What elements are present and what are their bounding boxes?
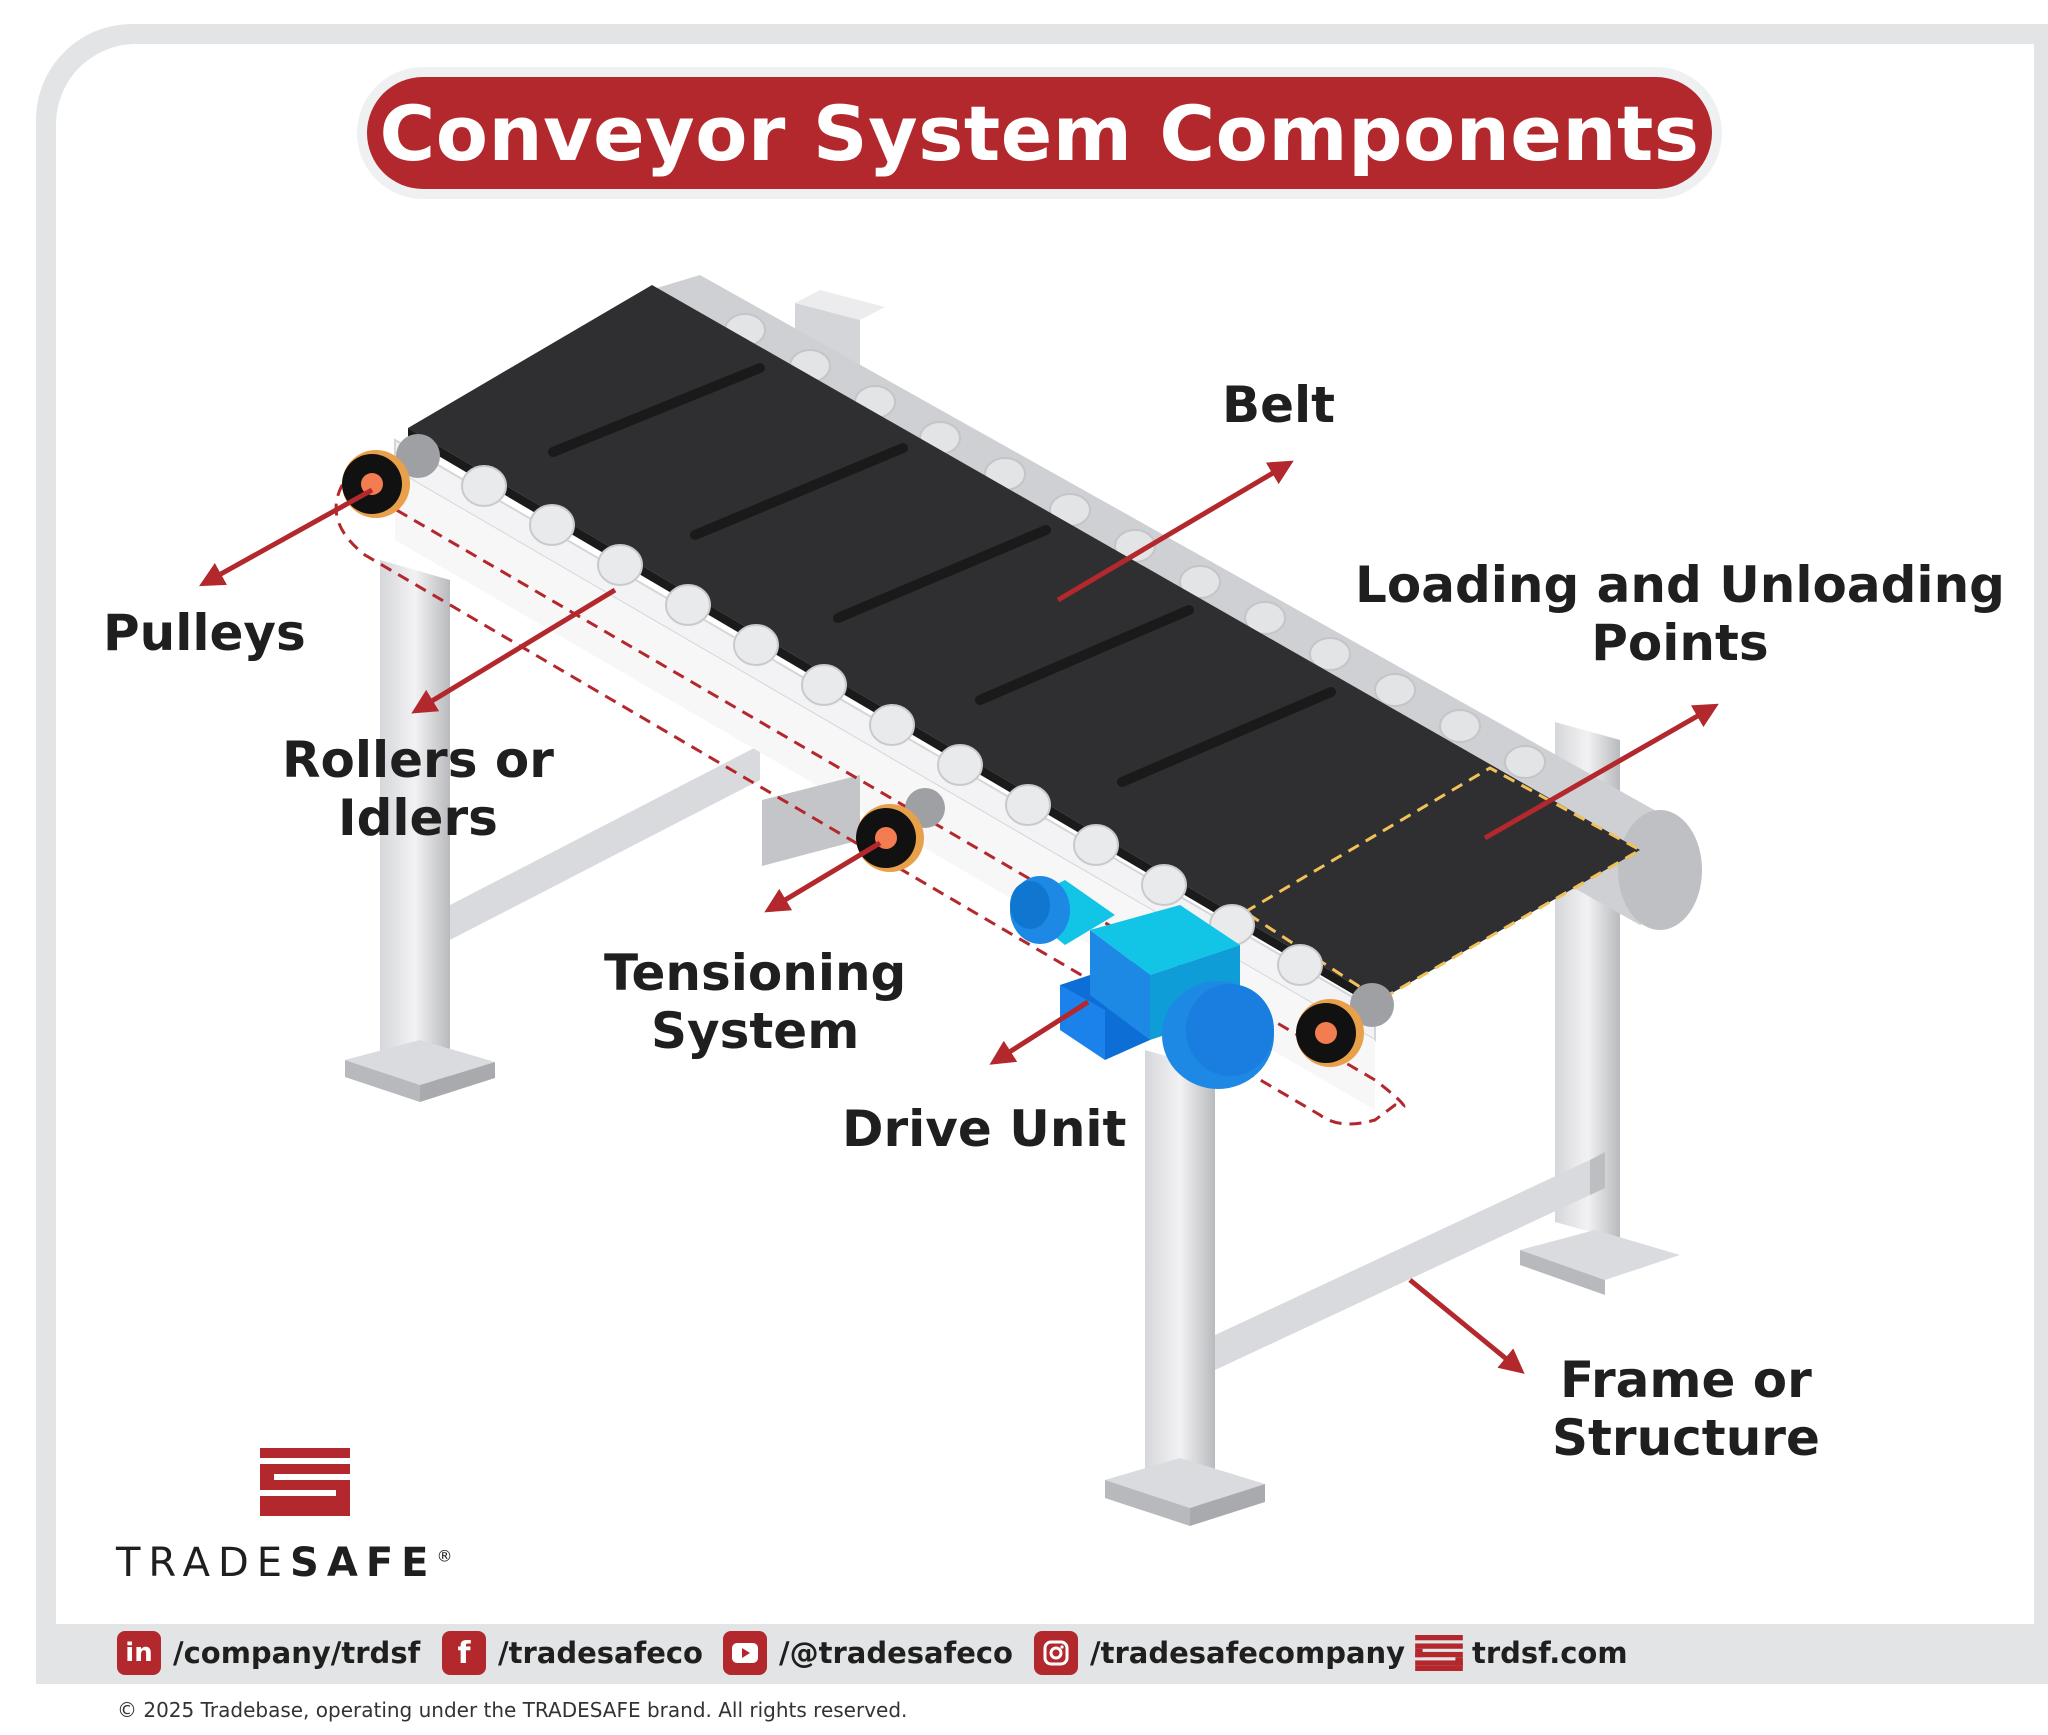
- social-linkedin[interactable]: in /company/trdsf: [117, 1628, 420, 1678]
- social-website[interactable]: trdsf.com: [1414, 1628, 1628, 1678]
- conveyor-belt: [408, 285, 1640, 1000]
- frame-crossbar-left: [450, 745, 760, 940]
- rollers-row-front: [461, 465, 1323, 986]
- belt-seams: [548, 363, 1336, 787]
- belt-label: Belt: [1222, 376, 1336, 434]
- pulleys-arrow: [199, 487, 374, 587]
- rollers-label: Rollers or Idlers: [282, 731, 554, 847]
- loading-zone-outline: [1242, 766, 1644, 1002]
- tensioning-arrow: [764, 840, 882, 913]
- tensioning-pulley: [856, 788, 945, 872]
- youtube-icon: [723, 1631, 767, 1675]
- belt-arrow: [1056, 460, 1294, 603]
- callout-arrows: [199, 460, 1719, 1374]
- drive-unit-motor: [1010, 876, 1274, 1089]
- social-instagram[interactable]: /tradesafecompany: [1034, 1628, 1405, 1678]
- belt-loop-outline: [334, 477, 1406, 1126]
- pulley-tail: [1296, 983, 1394, 1067]
- frame-structure-label: Frame or Structure: [1552, 1351, 1820, 1467]
- drive-arrow: [989, 999, 1090, 1065]
- frame-arrow: [1408, 1278, 1525, 1374]
- linkedin-icon: in: [117, 1631, 161, 1675]
- pulleys-label: Pulleys: [103, 604, 306, 662]
- facebook-icon: f: [442, 1631, 486, 1675]
- frame-crossbar-right: [1215, 1160, 1590, 1370]
- title-banner: Conveyor System Components: [367, 77, 1712, 189]
- page-title: Conveyor System Components: [379, 88, 1700, 178]
- instagram-icon: [1034, 1631, 1078, 1675]
- copyright-text: © 2025 Tradebase, operating under the TR…: [117, 1698, 908, 1722]
- loading-arrow: [1483, 703, 1719, 841]
- tensioning-label: Tensioning System: [604, 944, 907, 1060]
- brand-logo: TRADESAFE®: [110, 1448, 510, 1588]
- rollers-arrow: [411, 587, 617, 714]
- tradesafe-logo-icon: [260, 1448, 350, 1516]
- social-facebook[interactable]: f /tradesafeco: [442, 1628, 703, 1678]
- tradesafe-logo-icon: [1415, 1635, 1463, 1671]
- frame-front-right-leg: [1105, 1050, 1265, 1526]
- drive-unit-label: Drive Unit: [842, 1100, 1127, 1158]
- brand-name: TRADESAFE®: [116, 1540, 453, 1586]
- loading-unloading-label: Loading and Unloading Points: [1355, 556, 2005, 672]
- social-youtube[interactable]: /@tradesafeco: [723, 1628, 1013, 1678]
